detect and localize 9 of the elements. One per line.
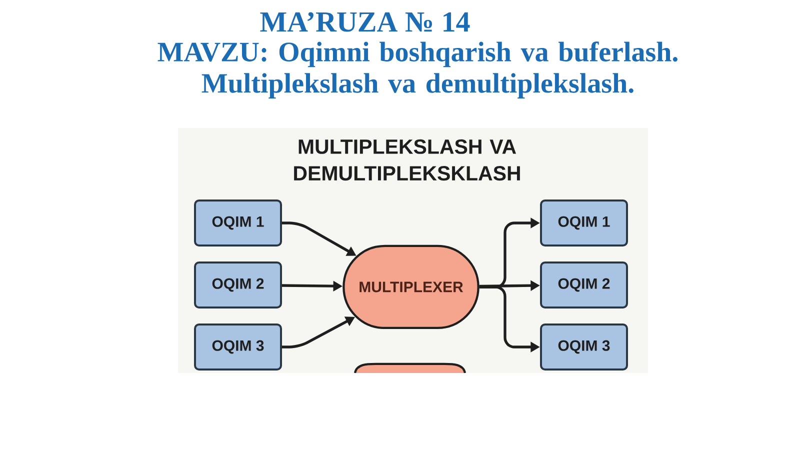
process-box: OQIM 2 — [194, 262, 282, 308]
process-box: OQIM 3 — [540, 324, 628, 370]
slide-heading: MAVZU: Oqimni boshqarish va buferlash. Multiplekslash va demultiplekslash. — [158, 41, 678, 98]
process-box: OQIM 1 — [194, 200, 282, 246]
process-box: OQIM 1 — [540, 200, 628, 246]
process-box: OQIM 2 — [540, 262, 628, 308]
heading: MULTIPLEKSLASH VA DEMULTIPLEKSKLASH — [294, 139, 520, 181]
process-box: OQIM 3 — [194, 324, 282, 370]
slide-heading: MA’RUZA № 14 — [260, 12, 470, 32]
